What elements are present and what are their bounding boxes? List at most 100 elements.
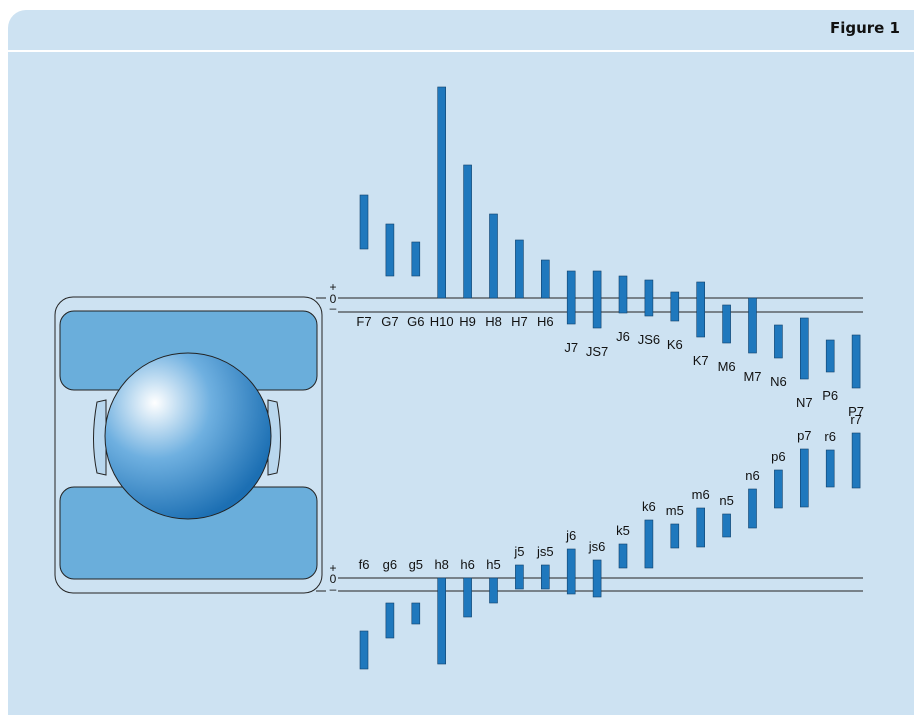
shaft-label-k6: k6	[642, 499, 656, 514]
housing-bar-n7	[799, 317, 809, 380]
shaft-label-h5: h5	[486, 557, 500, 572]
shaft-bar-j6	[566, 548, 576, 595]
shaft-plus-sign: +	[329, 561, 336, 575]
housing-label-p7: P7	[848, 404, 864, 419]
shaft-bar-f6	[359, 630, 369, 670]
housing-bar-js7	[592, 270, 602, 329]
housing-bar-n6	[774, 324, 783, 359]
shaft-label-r7: r7	[850, 412, 862, 427]
shaft-bar-g6	[385, 602, 395, 639]
shaft-label-g5: g5	[409, 557, 423, 572]
shaft-bar-n5	[722, 513, 731, 538]
shaft-label-h8: h8	[434, 557, 448, 572]
shaft-label-r6: r6	[824, 429, 836, 444]
shaft-label-m6: m6	[692, 487, 710, 502]
cage-left	[93, 399, 107, 476]
figure-panel: Figure 1 + 0 –	[8, 10, 914, 715]
housing-bar-h10	[437, 86, 447, 299]
shaft-bar-g5	[411, 602, 421, 625]
shaft-bar-h5	[489, 577, 498, 604]
housing-label-g6: G6	[407, 314, 424, 329]
shaft-bar-k5	[618, 543, 628, 569]
shaft-label-h6: h6	[460, 557, 474, 572]
shaft-bar-k6	[644, 519, 654, 569]
shaft-bar-m6	[696, 507, 706, 548]
shaft-tolerance-bars	[359, 432, 861, 670]
housing-label-n7: N7	[796, 395, 813, 410]
shaft-bar-js6	[592, 559, 602, 598]
housing-label-k7: K7	[693, 353, 709, 368]
shaft-zero-lines: + 0 –	[316, 561, 863, 596]
shaft-bar-p7	[799, 448, 809, 508]
housing-bar-p7	[851, 334, 861, 389]
housing-label-h9: H9	[459, 314, 476, 329]
shaft-bar-j5	[515, 564, 524, 590]
bearing-outline	[54, 296, 323, 594]
figure-title: Figure 1	[829, 19, 900, 37]
figure-header: Figure 1	[8, 10, 914, 52]
shaft-label-p7: p7	[797, 428, 811, 443]
shaft-label-p6: p6	[771, 449, 785, 464]
housing-label-h10: H10	[430, 314, 454, 329]
cage-right	[267, 399, 281, 476]
shaft-label-n5: n5	[719, 493, 733, 508]
housing-bar-m6	[722, 304, 731, 344]
housing-tolerance-bars	[359, 86, 861, 389]
ball	[104, 352, 272, 520]
shaft-zero-label: 0	[330, 572, 337, 586]
housing-bar-g6	[411, 241, 421, 277]
housing-bar-p6	[825, 339, 835, 373]
housing-zero-label: 0	[330, 292, 337, 306]
housing-bar-m7	[748, 297, 757, 354]
housing-zero-lines: + 0 –	[316, 280, 863, 315]
housing-bar-h8	[489, 213, 498, 299]
shaft-minus-sign: –	[330, 582, 337, 596]
housing-label-h8: H8	[485, 314, 502, 329]
housing-label-j6: J6	[616, 329, 630, 344]
housing-label-j7: J7	[564, 340, 578, 355]
housing-minus-sign: –	[330, 301, 337, 315]
housing-bar-f7	[359, 194, 369, 250]
housing-label-n6: N6	[770, 374, 787, 389]
housing-plus-sign: +	[329, 280, 336, 294]
housing-bar-k7	[696, 281, 706, 338]
housing-label-js7: JS7	[586, 344, 608, 359]
housing-label-m7: M7	[743, 369, 761, 384]
housing-bar-j6	[618, 275, 628, 314]
housing-label-k6: K6	[667, 337, 683, 352]
shaft-tolerance-labels: f6 g6 g5 h8 h6 h5 j5 js5 j6 js6 k5 k6 m5 m6 n5 n6 p6 p7 r6…	[359, 412, 862, 572]
shaft-label-n6: n6	[745, 468, 759, 483]
housing-label-js6: JS6	[638, 332, 660, 347]
shaft-bar-h8	[437, 577, 447, 665]
shaft-label-k5: k5	[616, 523, 630, 538]
shaft-bar-n6	[748, 488, 757, 529]
housing-label-m6: M6	[718, 359, 736, 374]
housing-label-g7: G7	[381, 314, 398, 329]
shaft-bar-p6	[774, 469, 783, 509]
housing-bar-h7	[515, 239, 524, 299]
shaft-label-f6: f6	[359, 557, 370, 572]
housing-bar-k6	[670, 291, 680, 322]
housing-bar-h9	[463, 164, 472, 299]
shaft-label-g6: g6	[383, 557, 397, 572]
housing-label-f7: F7	[356, 314, 371, 329]
housing-bar-h6	[540, 259, 550, 299]
housing-label-h6: H6	[537, 314, 554, 329]
housing-bar-js6	[644, 279, 654, 317]
housing-bar-j7	[566, 270, 576, 325]
shaft-label-j6: j6	[565, 528, 576, 543]
shaft-label-js5: js5	[536, 544, 554, 559]
bearing-illustration	[54, 296, 323, 594]
shaft-label-m5: m5	[666, 503, 684, 518]
shaft-label-j5: j5	[513, 544, 524, 559]
housing-label-h7: H7	[511, 314, 528, 329]
shaft-bar-js5	[540, 564, 550, 590]
shaft-label-js6: js6	[588, 539, 606, 554]
shaft-bar-h6	[463, 577, 472, 618]
housing-label-p6: P6	[822, 388, 838, 403]
shaft-bar-r7	[851, 432, 861, 489]
housing-bar-g7	[385, 223, 395, 277]
shaft-bar-r6	[825, 449, 835, 488]
